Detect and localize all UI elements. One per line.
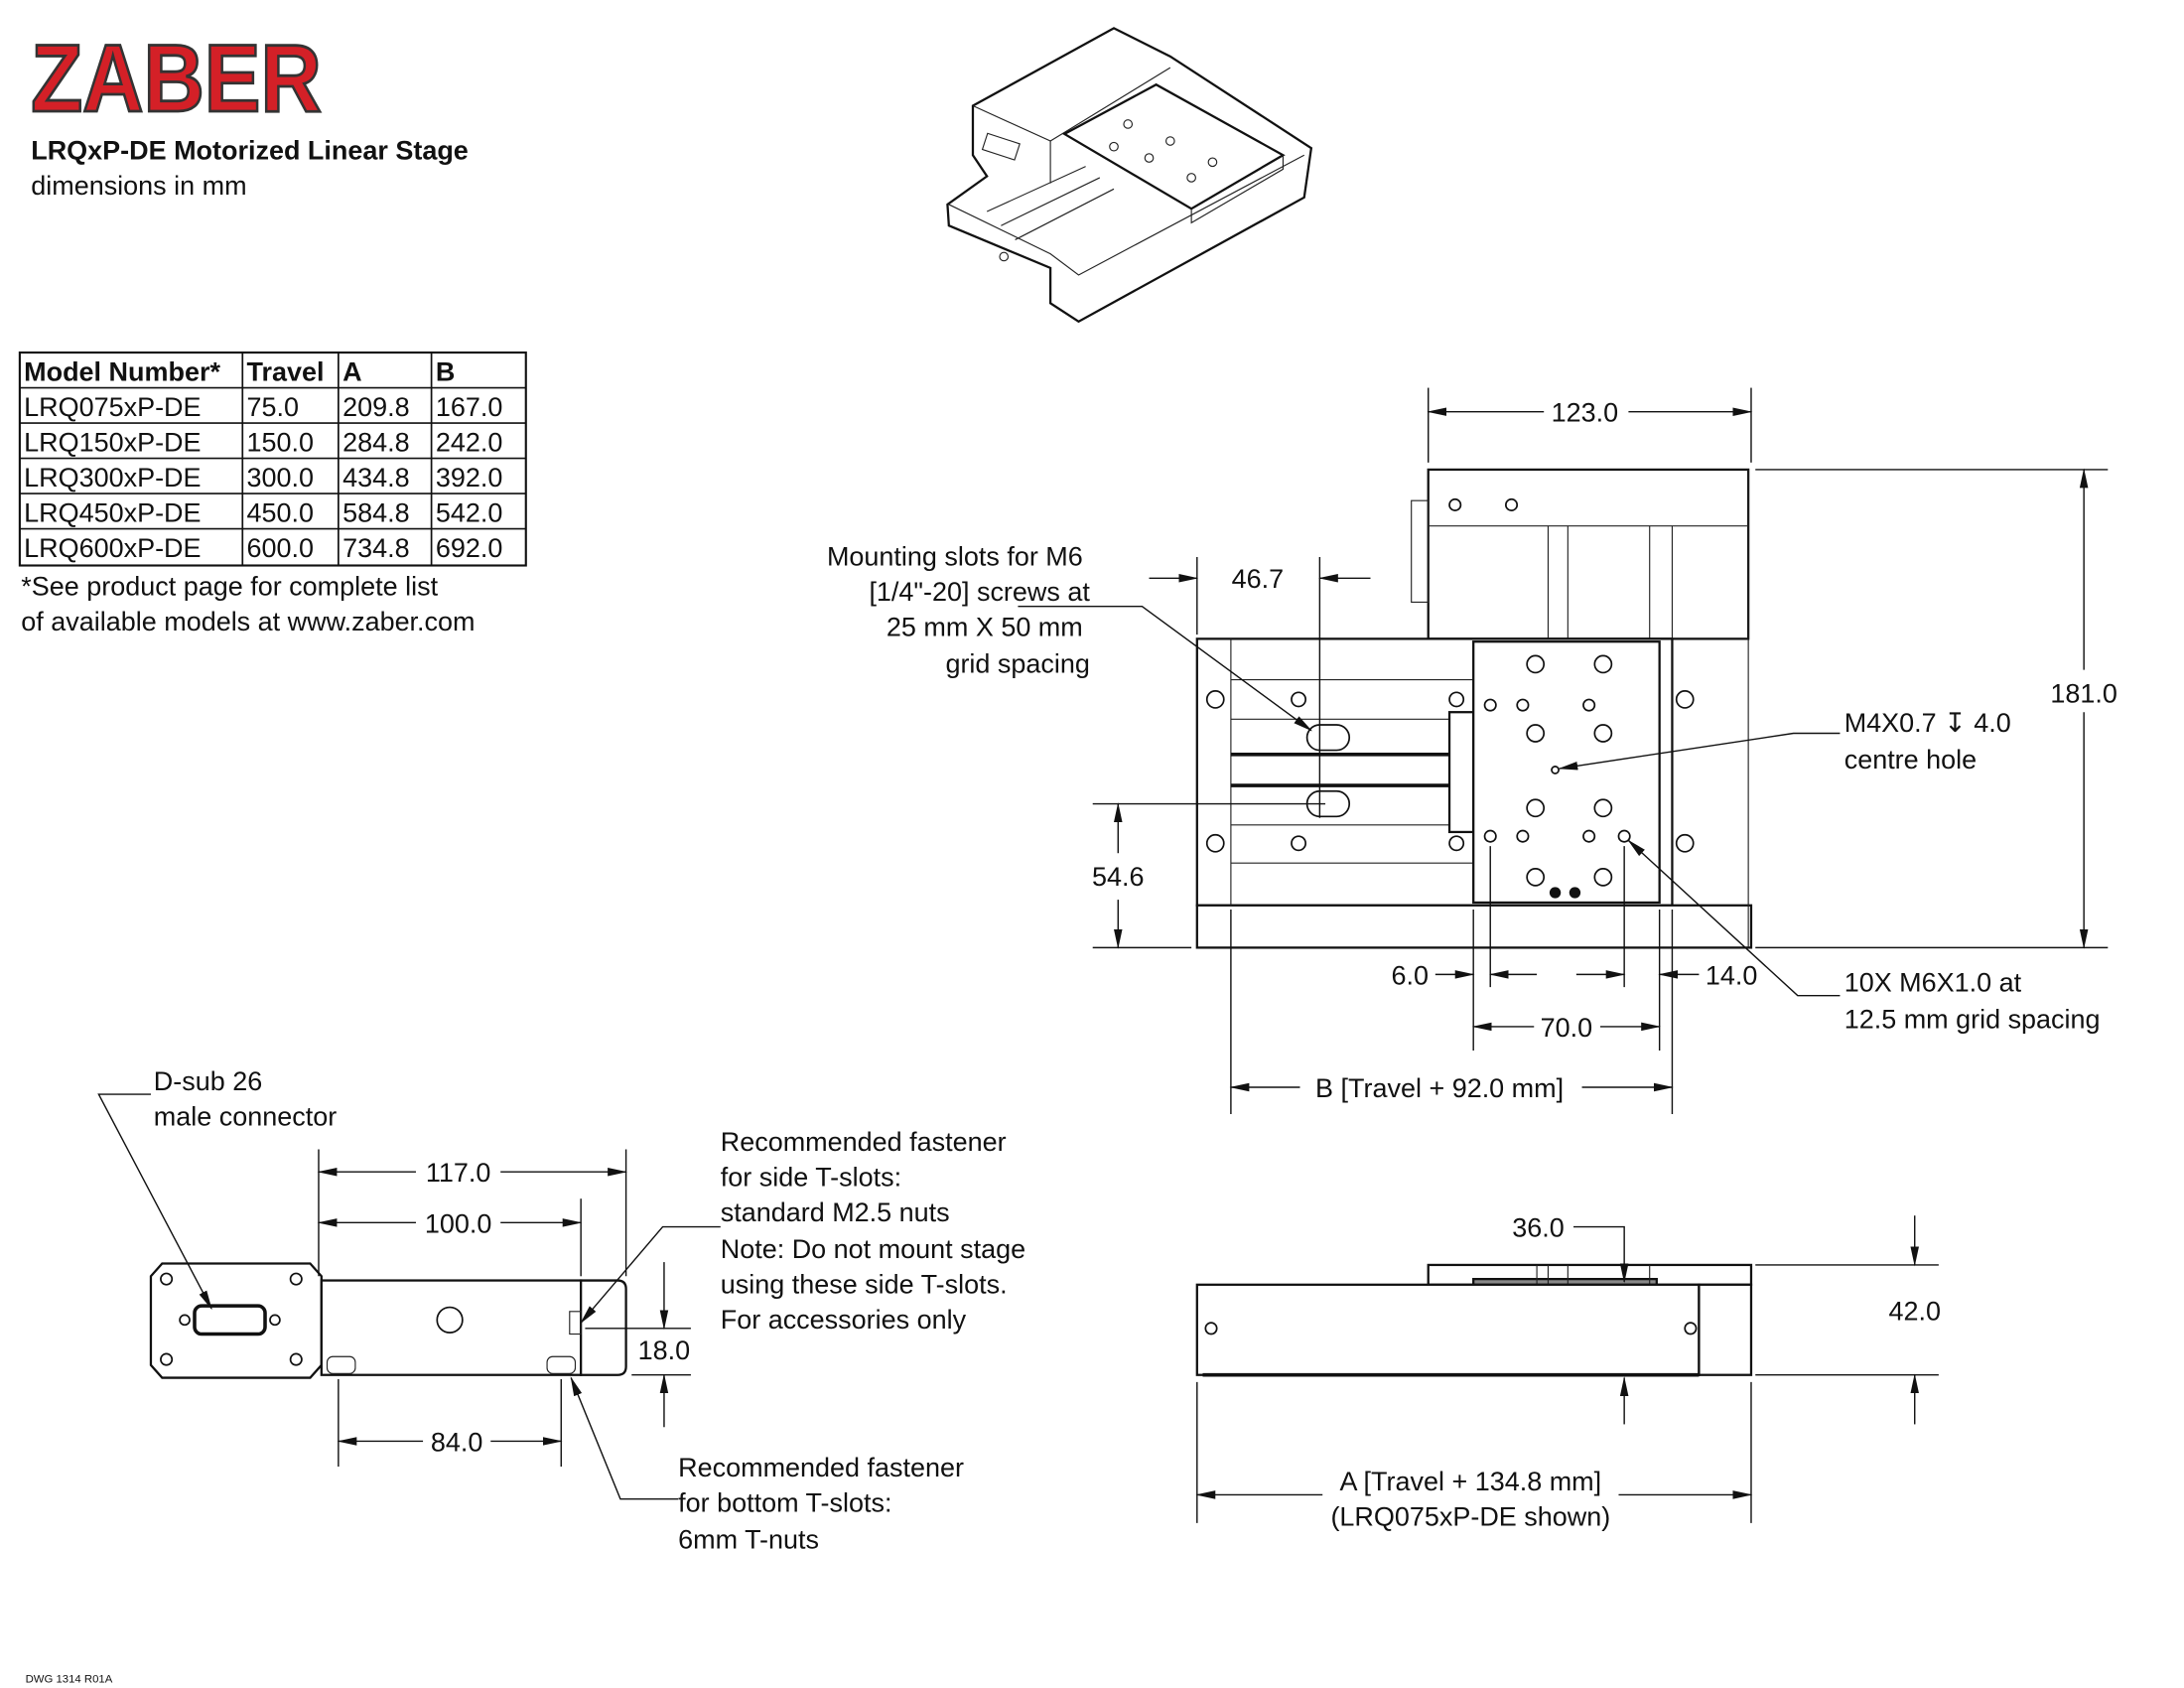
cell-model: LRQ300xP-DE (24, 463, 201, 492)
note-line: 12.5 mm grid spacing (1844, 1004, 2101, 1034)
cell-travel: 600.0 (247, 533, 315, 563)
cell-travel: 300.0 (247, 463, 315, 492)
cell-model: LRQ450xP-DE (24, 497, 201, 527)
cell-model: LRQ075xP-DE (24, 392, 201, 422)
isometric-stage-view (946, 27, 1313, 324)
dim-overall: 117.0 (426, 1158, 491, 1188)
page-title: LRQxP-DE Motorized Linear Stage (31, 135, 469, 165)
note-line: Note: Do not mount stage (721, 1234, 1025, 1264)
note-line: D-sub 26 (154, 1066, 262, 1096)
table-row: LRQ075xP-DE 75.0 209.8 167.0 (24, 392, 502, 422)
table-row: LRQ300xP-DE 300.0 434.8 392.0 (24, 463, 502, 492)
note-line: standard M2.5 nuts (721, 1197, 950, 1227)
dim-slot-offset: 54.6 (1092, 862, 1145, 892)
note-line: Recommended fastener (721, 1127, 1007, 1157)
column-header: B (436, 356, 455, 386)
note-line: 6mm T-nuts (678, 1524, 819, 1554)
note-connector: D-sub 26 male connector (97, 1066, 337, 1311)
dim-body: 100.0 (425, 1208, 492, 1238)
table-footnote: of available models at www.zaber.com (21, 607, 475, 636)
side-view: 42.0 36.0 A [Travel + 134.8 mm] (LRQ075x… (1195, 1213, 1941, 1532)
cell-b: 692.0 (436, 533, 503, 563)
note-mounting-slots: Mounting slots for M6 [1/4"-20] screws a… (827, 542, 1312, 732)
column-header: Model Number* (24, 356, 220, 386)
table-footnote: *See product page for complete list (21, 571, 438, 601)
dim-b-length: B [Travel + 92.0 mm] (1315, 1073, 1564, 1103)
dim-motor-width: 123.0 (1552, 398, 1619, 428)
note-bottom-tslots: Recommended fastener for bottom T-slots:… (570, 1376, 964, 1554)
cell-model: LRQ600xP-DE (24, 533, 201, 563)
dim-tslot-height: 18.0 (638, 1336, 691, 1365)
cell-b: 242.0 (436, 427, 503, 457)
cell-a: 209.8 (342, 392, 410, 422)
dim-a-note: (LRQ075xP-DE shown) (1330, 1502, 1610, 1532)
note-side-tslots: Recommended fastener for side T-slots: s… (580, 1127, 1025, 1335)
cell-b: 167.0 (436, 392, 503, 422)
note-line: 25 mm X 50 mm (887, 613, 1083, 642)
cell-a: 584.8 (342, 497, 410, 527)
note-line: Mounting slots for M6 (827, 542, 1083, 572)
table-row: LRQ150xP-DE 150.0 284.8 242.0 (24, 427, 502, 457)
note-line: male connector (154, 1101, 337, 1131)
table-header: Model Number* Travel A B (24, 356, 455, 386)
cell-travel: 75.0 (247, 392, 300, 422)
cell-a: 284.8 (342, 427, 410, 457)
dim-a-length: A [Travel + 134.8 mm] (1340, 1467, 1602, 1496)
note-line: for bottom T-slots: (678, 1487, 891, 1517)
dim-slot-pitch: 46.7 (1232, 564, 1285, 594)
dim-edge-right: 14.0 (1706, 960, 1758, 990)
dim-height: 181.0 (2050, 678, 2117, 708)
note-line: Recommended fastener (678, 1453, 964, 1482)
page-subtitle: dimensions in mm (31, 171, 246, 201)
note-line: [1/4"-20] screws at (869, 577, 1090, 607)
drawing-number: DWG 1314 R01A (26, 1673, 113, 1685)
zaber-logo: ZABER (30, 25, 323, 134)
cell-a: 434.8 (342, 463, 410, 492)
note-line: for side T-slots: (721, 1162, 901, 1192)
table-row: LRQ450xP-DE 450.0 584.8 542.0 (24, 497, 502, 527)
column-header: A (342, 356, 361, 386)
dim-carriage: 70.0 (1541, 1013, 1593, 1043)
note-grid-holes: 10X M6X1.0 at 12.5 mm grid spacing (1627, 839, 2101, 1034)
dim-stage-height: 42.0 (1888, 1296, 1941, 1326)
dim-edge-left: 6.0 (1392, 960, 1430, 990)
cell-b: 392.0 (436, 463, 503, 492)
dim-carriage-height: 36.0 (1512, 1213, 1565, 1243)
note-line: using these side T-slots. (721, 1269, 1008, 1299)
table-row: LRQ600xP-DE 600.0 734.8 692.0 (24, 533, 502, 563)
model-table: Model Number* Travel A B LRQ075xP-DE 75.… (18, 351, 527, 567)
end-view: 117.0 100.0 18.0 84.0 D-sub 26 male conn… (97, 1066, 1025, 1554)
dim-bottom-slots: 84.0 (431, 1427, 483, 1457)
cell-travel: 150.0 (247, 427, 315, 457)
top-view: 123.0 181.0 46.7 54.6 6.0 14.0 70.0 B [T… (827, 387, 2117, 1114)
note-line: centre hole (1844, 745, 1977, 774)
column-header: Travel (247, 356, 325, 386)
note-centre-hole: M4X0.7 ↧ 4.0 centre hole (1558, 708, 2011, 774)
cell-a: 734.8 (342, 533, 410, 563)
logo-text: ZABER (31, 26, 322, 132)
note-line: For accessories only (721, 1305, 967, 1335)
note-line: grid spacing (945, 648, 1089, 678)
note-line: M4X0.7 ↧ 4.0 (1844, 708, 2011, 738)
cell-b: 542.0 (436, 497, 503, 527)
cell-travel: 450.0 (247, 497, 315, 527)
cell-model: LRQ150xP-DE (24, 427, 201, 457)
note-line: 10X M6X1.0 at (1844, 967, 2022, 997)
